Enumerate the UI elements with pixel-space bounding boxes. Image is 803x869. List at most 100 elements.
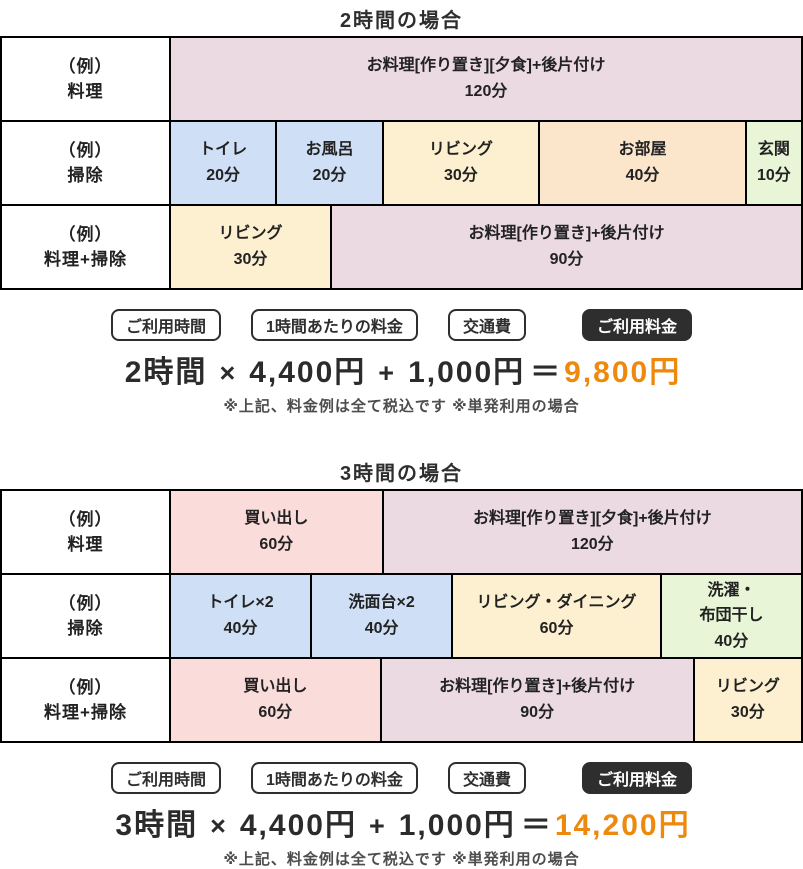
plan-2hour-section: 2時間の場合 （例） 料理 お料理[作り置き][夕食]+後片付け 120分 （例…: [0, 0, 803, 416]
cell-duration: 20分: [206, 167, 241, 184]
cell-cooking-cleanup: お料理[作り置き]+後片付け 90分: [379, 659, 693, 741]
badge-transport-fee: 交通費: [447, 309, 526, 341]
row-label-cleaning: （例） 掃除: [2, 122, 169, 204]
cell-washstand-x2: 洗面台×2 40分: [310, 575, 452, 657]
cell-title: 買い出し: [243, 678, 308, 696]
cell-duration: 60分: [258, 704, 293, 721]
cell-duration: 10分: [757, 167, 791, 184]
plus-sign: +: [378, 358, 397, 388]
row-label-line2: 掃除: [67, 619, 104, 638]
multiply-sign: ×: [219, 358, 238, 388]
cell-laundry-futon: 洗濯・ 布団干し 40分: [659, 575, 801, 657]
cell-duration: 40分: [714, 632, 749, 650]
cell-title: リビング・ダイニング: [476, 594, 637, 612]
equals-sign: ＝: [520, 809, 553, 842]
row-label-cleaning: （例） 掃除: [2, 575, 169, 657]
cell-duration: 60分: [539, 620, 574, 637]
row-label-cooking: （例） 料理: [2, 491, 169, 573]
cell-title: お料理[作り置き][夕食]+後片付け: [473, 510, 712, 528]
hourly-rate: 4,400円: [249, 356, 367, 389]
row-label-line1: （例）: [58, 140, 113, 160]
price-formula-2hour: 2時間 × 4,400円 +1,000円＝9,800円: [0, 347, 803, 391]
badge-transport-fee: 交通費: [447, 762, 526, 794]
table-row-cooking: （例） 料理 買い出し 60分 お料理[作り置き][夕食]+後片付け 120分: [2, 491, 801, 573]
cell-living: リビング 30分: [381, 122, 539, 204]
pricing-2hour: ご利用時間 1時間あたりの料金 交通費 ご利用料金 2時間 × 4,400円 +1,0…: [0, 309, 803, 416]
table-row-cooking: （例） 料理 お料理[作り置き][夕食]+後片付け 120分: [2, 38, 801, 120]
price-formula-3hour: 3時間 × 4,400円 +1,000円＝14,200円: [0, 800, 803, 844]
row-label-line2: 料理+掃除: [44, 703, 127, 722]
row-label-line2: 料理+掃除: [44, 250, 127, 269]
pricing-note: ※上記、料金例は全て税込です ※単発利用の場合: [223, 398, 580, 415]
cell-living: リビング 30分: [692, 659, 801, 741]
usage-hours: 2時間: [124, 356, 208, 389]
badge-hourly-rate: 1時間あたりの料金: [251, 762, 418, 794]
cell-toilet: トイレ 20分: [169, 122, 276, 204]
pricing-note: ※上記、料金例は全て税込です ※単発利用の場合: [223, 851, 580, 868]
badge-row: ご利用時間 1時間あたりの料金 交通費 ご利用料金: [0, 309, 803, 341]
cell-cooking-full: お料理[作り置き][夕食]+後片付け 120分: [169, 38, 801, 120]
cell-title: お料理[作り置き]+後片付け: [439, 678, 636, 696]
hourly-rate: 4,400円: [239, 809, 357, 842]
cell-duration: 30分: [444, 167, 478, 184]
cell-duration: 40分: [364, 620, 399, 637]
cell-duration: 60分: [259, 536, 294, 553]
transport-fee: 1,000円: [408, 356, 526, 389]
cell-title: お部屋: [618, 141, 667, 159]
schedule-table-3hour: （例） 料理 買い出し 60分 お料理[作り置き][夕食]+後片付け 120分 …: [0, 489, 803, 743]
table-row-cleaning: （例） 掃除 トイレ 20分 お風呂 20分 リビング 30分 お部屋 40: [2, 120, 801, 204]
badge-hourly-rate: 1時間あたりの料金: [251, 309, 418, 341]
row-label-line1: （例）: [58, 509, 113, 529]
cell-grocery-shopping: 買い出し 60分: [169, 659, 380, 741]
plus-sign: +: [368, 811, 387, 841]
cell-cooking-full: お料理[作り置き][夕食]+後片付け 120分: [381, 491, 801, 573]
row-label-cooking-cleaning: （例） 料理+掃除: [2, 206, 169, 288]
cell-title: 洗面台×2: [348, 594, 415, 612]
cell-title: リビング: [218, 225, 283, 243]
cell-title: お料理[作り置き][夕食]+後片付け: [366, 57, 606, 75]
plan-3hour-section: 3時間の場合 （例） 料理 買い出し 60分 お料理[作り置き][夕食]+後片付…: [0, 453, 803, 869]
multiply-sign: ×: [210, 811, 228, 841]
badge-usage-time: ご利用時間: [111, 309, 222, 341]
cell-duration: 40分: [625, 167, 660, 184]
schedule-table-2hour: （例） 料理 お料理[作り置き][夕食]+後片付け 120分 （例） 掃除 トイ…: [0, 36, 803, 290]
plan-3hour-title: 3時間の場合: [339, 463, 464, 485]
cell-room: お部屋 40分: [538, 122, 745, 204]
table-row-cleaning: （例） 掃除 トイレ×2 40分 洗面台×2 40分 リビング・ダイニング 60…: [2, 573, 801, 657]
cell-title: 玄関: [757, 141, 790, 159]
badge-total-price: ご利用料金: [581, 309, 692, 341]
cell-entrance: 玄関 10分: [744, 122, 801, 204]
cell-duration: 120分: [570, 536, 614, 553]
table-row-cooking-cleaning: （例） 料理+掃除 買い出し 60分 お料理[作り置き]+後片付け 90分 リビ…: [2, 657, 801, 741]
total-price: 9,800円: [564, 356, 682, 389]
table-row-cooking-cleaning: （例） 料理+掃除 リビング 30分 お料理[作り置き]+後片付け 90分: [2, 204, 801, 288]
cell-bath: お風呂 20分: [275, 122, 382, 204]
cell-duration: 30分: [730, 704, 765, 721]
cell-cooking-cleanup: お料理[作り置き]+後片付け 90分: [330, 206, 801, 288]
cell-duration: 120分: [464, 83, 508, 100]
cell-duration: 40分: [223, 620, 258, 637]
row-label-line2: 掃除: [67, 166, 104, 185]
row-label-cooking-cleaning: （例） 料理+掃除: [2, 659, 169, 741]
cell-title: トイレ×2: [207, 594, 274, 612]
pricing-3hour: ご利用時間 1時間あたりの料金 交通費 ご利用料金 3時間 × 4,400円 +1,0…: [0, 762, 803, 869]
badge-row: ご利用時間 1時間あたりの料金 交通費 ご利用料金: [0, 762, 803, 794]
badge-usage-time: ご利用時間: [111, 762, 222, 794]
row-label-line1: （例）: [58, 593, 113, 613]
equals-sign: ＝: [530, 356, 563, 389]
total-price: 14,200円: [554, 809, 691, 842]
row-label-line1: （例）: [58, 677, 113, 697]
cell-duration: 90分: [520, 704, 555, 721]
row-label-cooking: （例） 料理: [2, 38, 169, 120]
usage-hours: 3時間: [115, 809, 199, 842]
cell-title: お料理[作り置き]+後片付け: [468, 225, 665, 243]
cell-grocery-shopping: 買い出し 60分: [169, 491, 382, 573]
transport-fee: 1,000円: [398, 809, 516, 842]
row-label-line2: 料理: [67, 82, 104, 101]
cell-duration: 90分: [549, 251, 584, 268]
cell-living-dining: リビング・ダイニング 60分: [451, 575, 660, 657]
cell-duration: 30分: [233, 251, 268, 268]
plan-2hour-title: 2時間の場合: [339, 10, 464, 32]
cell-toilet-x2: トイレ×2 40分: [169, 575, 311, 657]
